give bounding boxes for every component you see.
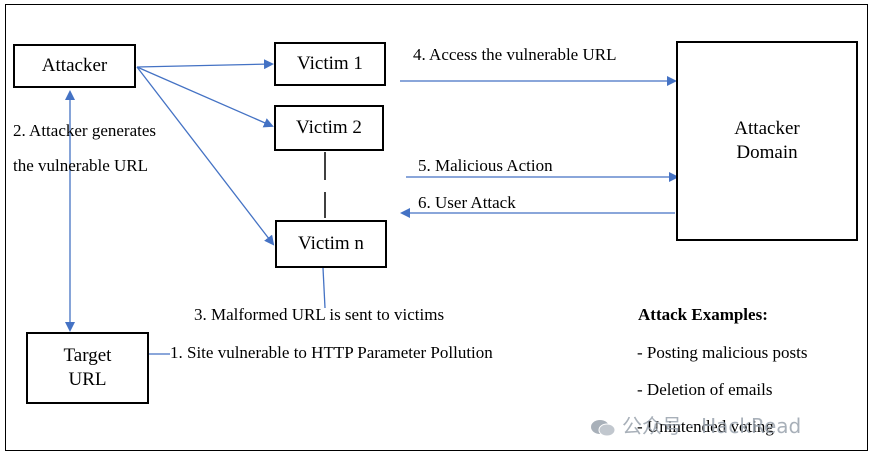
victim2-node-label: Victim 2 xyxy=(296,117,362,138)
step1-label: 1. Site vulnerable to HTTP Parameter Pol… xyxy=(170,343,493,362)
attack-example-item: - Deletion of emails xyxy=(637,380,773,399)
attacker-domain-label-line2: Domain xyxy=(736,142,798,163)
victim1-node: Victim 1 xyxy=(274,42,386,86)
step4-label: 4. Access the vulnerable URL xyxy=(413,45,617,64)
step5-label: 5. Malicious Action xyxy=(418,156,553,175)
attack-examples-title: Attack Examples: xyxy=(638,305,768,324)
attack-example-item: - Posting malicious posts xyxy=(637,343,808,362)
victim2-node: Victim 2 xyxy=(274,105,384,151)
victimn-node: Victim n xyxy=(275,220,387,268)
victim1-node-label: Victim 1 xyxy=(297,53,363,74)
connector-victimn-step3 xyxy=(322,267,326,309)
step2-label-line1: 2. Attacker generates xyxy=(13,121,157,140)
arrow-attacker-to-victimn xyxy=(136,66,275,246)
attacker-domain-label-line1: Attacker xyxy=(734,118,800,139)
target-url-node: Target URL xyxy=(26,332,149,404)
step6-label: 6. User Attack xyxy=(418,193,516,212)
arrow-attacker-to-victim1 xyxy=(136,59,274,70)
watermark: 公众号 · HackRead xyxy=(590,410,801,439)
arrow-attacker-to-victim2 xyxy=(136,66,274,128)
watermark-text: 公众号 · HackRead xyxy=(622,414,802,438)
attack-example-item: - Unintended voting xyxy=(637,417,774,436)
attacker-node: Attacker xyxy=(13,44,136,88)
wechat-icon xyxy=(591,419,616,436)
target-url-label-line2: URL xyxy=(68,369,107,390)
step2-label-line2: the vulnerable URL xyxy=(13,156,149,175)
attacker-node-label: Attacker xyxy=(41,55,108,76)
step3-label: 3. Malformed URL is sent to victims xyxy=(194,305,445,324)
victimn-node-label: Victim n xyxy=(298,233,364,254)
diagram-frame xyxy=(5,4,868,451)
target-url-label-line1: Target xyxy=(63,345,112,366)
attacker-domain-node: Attacker Domain xyxy=(676,41,858,241)
